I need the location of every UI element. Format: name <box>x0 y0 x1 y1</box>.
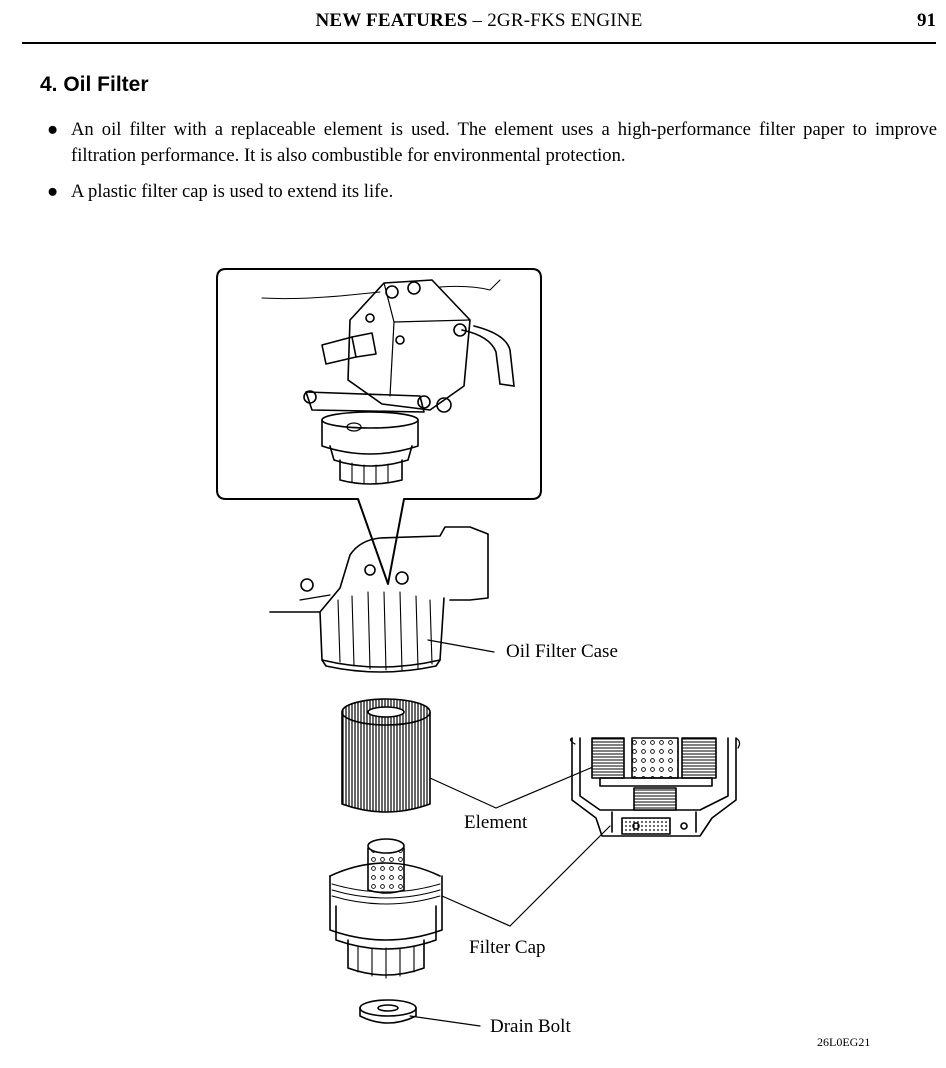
case-leader-line <box>427 639 495 653</box>
drain-bolt-label: Drain Bolt <box>490 1016 571 1037</box>
bullet-item: ● An oil filter with a replaceable eleme… <box>47 117 937 169</box>
page-header: NEW FEATURES – 2GR-FKS ENGINE 91 <box>22 8 936 44</box>
section-heading: 4. Oil Filter <box>40 73 149 96</box>
drain-leader-line <box>409 1015 481 1027</box>
header-title-rest: – 2GR-FKS ENGINE <box>467 10 643 31</box>
header-title-bold: NEW FEATURES <box>315 10 468 31</box>
bullet-dot-icon: ● <box>47 119 59 140</box>
figure-code: 26L0EG21 <box>817 1035 870 1049</box>
bullet-item: ● A plastic filter cap is used to extend… <box>47 179 937 205</box>
bullet-dot-icon: ● <box>47 181 59 202</box>
header-title: NEW FEATURES – 2GR-FKS ENGINE <box>22 10 936 32</box>
drain-bolt-drawing <box>359 999 481 1027</box>
filter-element-drawing <box>341 698 601 813</box>
bullet-text: A plastic filter cap is used to extend i… <box>71 181 394 202</box>
cutaway-section-view <box>569 737 741 837</box>
page-number: 91 <box>917 10 936 31</box>
oil-filter-case-label: Oil Filter Case <box>506 641 618 662</box>
element-leader-line <box>429 777 497 809</box>
filter-cap-label: Filter Cap <box>469 937 546 958</box>
bullet-text: An oil filter with a replaceable element… <box>71 119 937 166</box>
oil-filter-case-drawing <box>269 526 495 673</box>
element-label: Element <box>464 812 528 833</box>
filter-mount-detail-view <box>216 268 542 585</box>
cap-leader-line <box>441 895 511 927</box>
filter-cap-drawing <box>329 825 611 979</box>
